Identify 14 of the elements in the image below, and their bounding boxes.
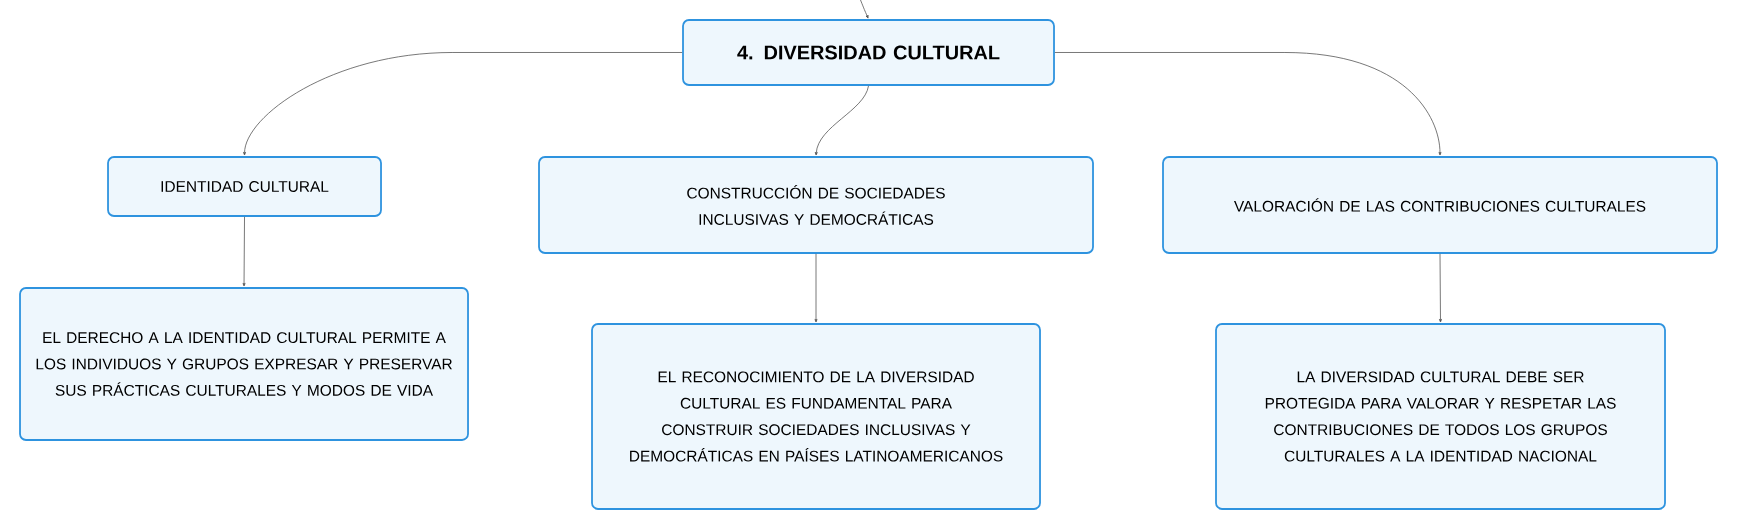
connector-arrow xyxy=(1054,52,1442,156)
concept-box: VALORACIÓN DE LAS CONTRIBUCIONES CULTURALES xyxy=(1162,156,1718,254)
connector-arrow xyxy=(243,52,683,156)
connector-arrow xyxy=(814,85,869,156)
connector-arrow xyxy=(1439,253,1442,323)
description-box: EL DERECHO A LA IDENTIDAD CULTURAL PERMITE A LOS INDIVIDUOS Y GRUPOS EXPRESAR Y PRESERVAR SUS PRÁCTICAS CULTURALES Y MODOS DE VIDA xyxy=(19,287,469,441)
connector-arrow xyxy=(814,253,818,323)
connector-arrow xyxy=(242,216,246,287)
description-box: LA DIVERSIDAD CULTURAL DEBE SER PROTEGIDA PARA VALORAR Y RESPETAR LAS CONTRIBUCIONES DE TODOS LOS GRUPOS CULTURALES A LA IDENTIDAD NACIONAL xyxy=(1215,323,1666,510)
title-box: 4. DIVERSIDAD CULTURAL xyxy=(682,19,1055,86)
connector-arrow xyxy=(860,0,869,19)
description-box: EL RECONOCIMIENTO DE LA DIVERSIDAD CULTURAL ES FUNDAMENTAL PARA CONSTRUIR SOCIEDADES INCLUSIVAS Y DEMOCRÁTICAS EN PAÍSES LATINOAMERICANOS xyxy=(591,323,1041,510)
concept-box: IDENTIDAD CULTURAL xyxy=(107,156,382,217)
concept-box: CONSTRUCCIÓN DE SOCIEDADES INCLUSIVAS Y DEMOCRÁTICAS xyxy=(538,156,1094,254)
